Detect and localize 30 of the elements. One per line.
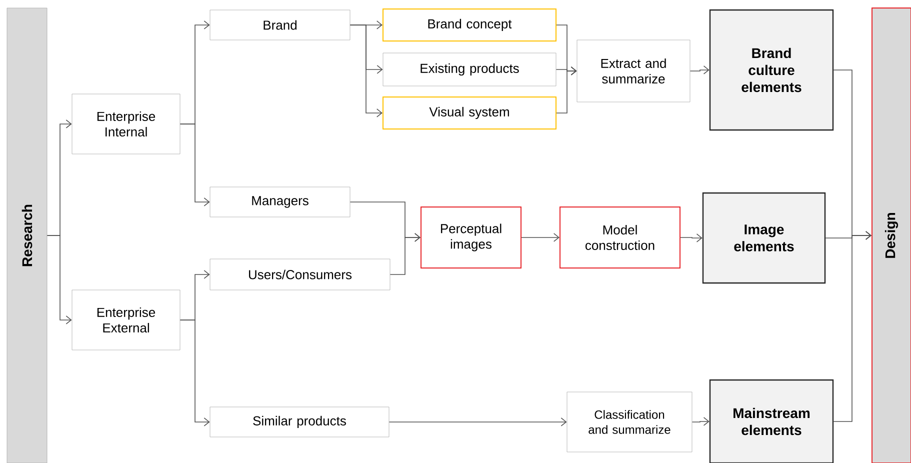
- arrow: [180, 320, 210, 426]
- arrow: [692, 417, 710, 426]
- text-box: Similar products: [210, 406, 390, 438]
- stage-bar: Design: [872, 8, 911, 463]
- text-box: Classification and summarize: [566, 392, 692, 452]
- arrow: [388, 418, 567, 426]
- text-box: Brand concept: [382, 8, 556, 42]
- text-box: Extract and summarize: [576, 40, 690, 102]
- text-box: Managers: [210, 186, 350, 218]
- text-box: Existing products: [382, 52, 556, 86]
- arrow: [556, 66, 577, 114]
- text-box: Enterprise Internal: [72, 94, 180, 154]
- text-box: Perceptual images: [420, 206, 522, 268]
- text-box: Users/Consumers: [210, 258, 390, 290]
- arrow: [350, 24, 382, 118]
- result-box: Image elements: [702, 192, 826, 284]
- arrow: [833, 231, 872, 422]
- arrow: [680, 234, 702, 242]
- arrow: [521, 233, 560, 242]
- text-box: Brand: [210, 10, 350, 40]
- arrow: [180, 124, 210, 206]
- text-box: Model construction: [560, 206, 680, 268]
- text-box: Enterprise External: [72, 290, 180, 350]
- arrow: [690, 66, 710, 74]
- text-box: Visual system: [382, 96, 556, 130]
- result-box: Mainstream elements: [709, 379, 834, 463]
- arrow: [390, 233, 420, 275]
- arrow: [46, 235, 72, 324]
- result-box: Brand culture elements: [709, 9, 834, 131]
- stage-bar: Research: [6, 8, 48, 463]
